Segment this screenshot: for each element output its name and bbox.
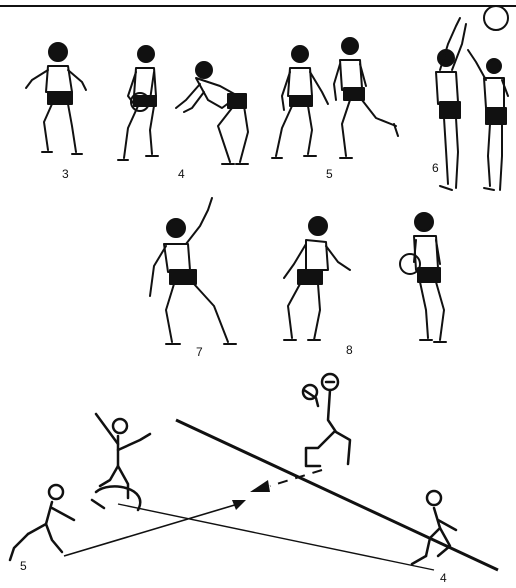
- player-figure-5-left: [272, 46, 328, 158]
- figure-label-4: 4: [178, 167, 185, 181]
- diagram-player-ball-holder: [303, 374, 350, 466]
- player-figure-7: [150, 198, 236, 344]
- play-diagram: 5 4: [10, 374, 498, 585]
- diagram-label-5: 5: [20, 559, 27, 573]
- figure-label-5: 5: [326, 167, 333, 181]
- diagram-player-middle: [92, 414, 150, 510]
- figure-label-8: 8: [346, 343, 353, 357]
- player-figure-5-right: [334, 38, 398, 158]
- player-figure-3: [26, 43, 86, 154]
- player-figure-8-right: [400, 213, 446, 342]
- figure-label-6: 6: [432, 161, 439, 175]
- player-figure-6-right: [468, 50, 508, 190]
- player-figure-4-right: [176, 62, 248, 164]
- player-figure-6-left: [436, 18, 466, 190]
- diagram-player-5: [10, 485, 74, 560]
- dashed-pass-arrow: [250, 470, 322, 492]
- player-figure-4-left: [118, 46, 158, 160]
- diagram-player-4: [412, 491, 456, 564]
- basketball: [484, 6, 508, 30]
- diagram-label-4: 4: [440, 571, 447, 585]
- movement-line: [118, 504, 434, 570]
- figure-label-7: 7: [196, 345, 203, 359]
- player-figure-8-left: [284, 217, 350, 340]
- solid-pass-arrow: [64, 500, 246, 556]
- figure-label-3: 3: [62, 167, 69, 181]
